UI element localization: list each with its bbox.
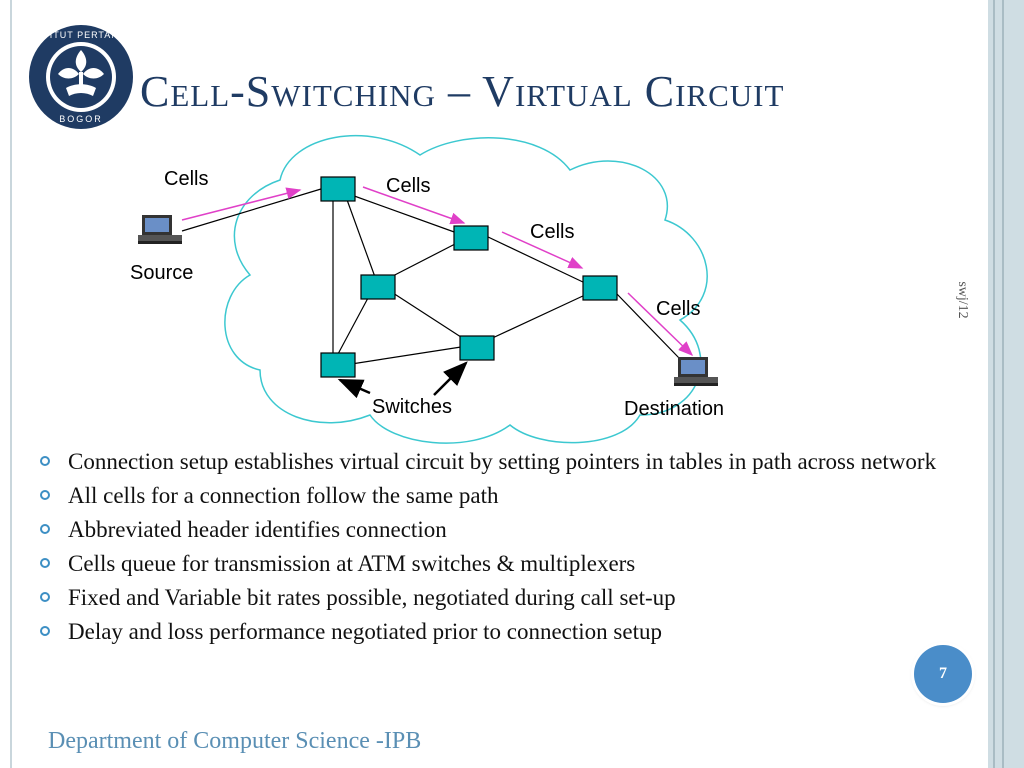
destination-computer-icon [674, 357, 718, 386]
switch-box-icon [320, 176, 356, 202]
bullet-text: Abbreviated header identifies connection [68, 517, 447, 542]
bullet-ring-icon [40, 524, 50, 534]
source-label: Source [130, 262, 193, 284]
bullet-item: Connection setup establishes virtual cir… [38, 449, 948, 474]
bullet-ring-icon [40, 456, 50, 466]
page-number-badge: 7 [914, 645, 972, 703]
seal-lettering: INSTITUT PERTANIAN [26, 30, 136, 40]
footer-text: Department of Computer Science -IPB [48, 728, 422, 754]
bullet-text: Delay and loss performance negotiated pr… [68, 619, 662, 644]
slide-title: Cell-Switching – Virtual Circuit [140, 67, 785, 116]
destination-label: Destination [624, 398, 724, 420]
switch-box-icon [459, 335, 495, 361]
network-diagram: Cells Cells Cells Cells Source Destinati… [130, 134, 724, 444]
cells-label: Cells [530, 221, 574, 243]
bullet-text: Fixed and Variable bit rates possible, n… [68, 585, 676, 610]
right-decorative-band [988, 0, 1024, 768]
cells-label: Cells [656, 298, 700, 320]
switch-box-icon [320, 352, 356, 378]
ipb-seal-icon: INSTITUT PERTANIAN BOGOR [26, 25, 136, 129]
cells-label: Cells [164, 168, 208, 190]
switch-box-icon [582, 275, 618, 301]
cell-flow-arrow-icon [627, 292, 694, 357]
bullet-ring-icon [40, 626, 50, 636]
switch-pointer-arrow-icon [337, 378, 371, 399]
right-band-stripe [993, 0, 995, 768]
bullet-item: Abbreviated header identifies connection [38, 517, 948, 542]
cell-flow-arrow-icon [501, 231, 584, 269]
cell-flow-arrow-icon [362, 186, 466, 225]
bullet-text: Cells queue for transmission at ATM swit… [68, 551, 636, 576]
seal-lettering: BOGOR [59, 114, 103, 124]
bullet-text: Connection setup establishes virtual cir… [68, 449, 937, 474]
bullet-ring-icon [40, 490, 50, 500]
bullet-item: Fixed and Variable bit rates possible, n… [38, 585, 948, 610]
cell-flow-arrow-icon [181, 187, 302, 221]
bullet-ring-icon [40, 558, 50, 568]
side-note: swj/12 [955, 281, 970, 319]
bullet-item: Cells queue for transmission at ATM swit… [38, 551, 948, 576]
bullet-item: All cells for a connection follow the sa… [38, 483, 948, 508]
switch-box-icon [453, 225, 489, 251]
switch-pointer-arrow-icon [433, 361, 468, 396]
network-cloud [224, 134, 708, 444]
bullet-item: Delay and loss performance negotiated pr… [38, 619, 948, 644]
network-links [181, 188, 681, 366]
left-border-rule [10, 0, 12, 768]
switches-label: Switches [372, 396, 452, 418]
cells-label: Cells [386, 175, 430, 197]
source-computer-icon [138, 215, 182, 244]
bullet-text: All cells for a connection follow the sa… [68, 483, 499, 508]
right-band-stripe [1002, 0, 1004, 768]
switch-box-icon [360, 274, 396, 300]
bullet-ring-icon [40, 592, 50, 602]
bullet-list: Connection setup establishes virtual cir… [38, 449, 948, 653]
